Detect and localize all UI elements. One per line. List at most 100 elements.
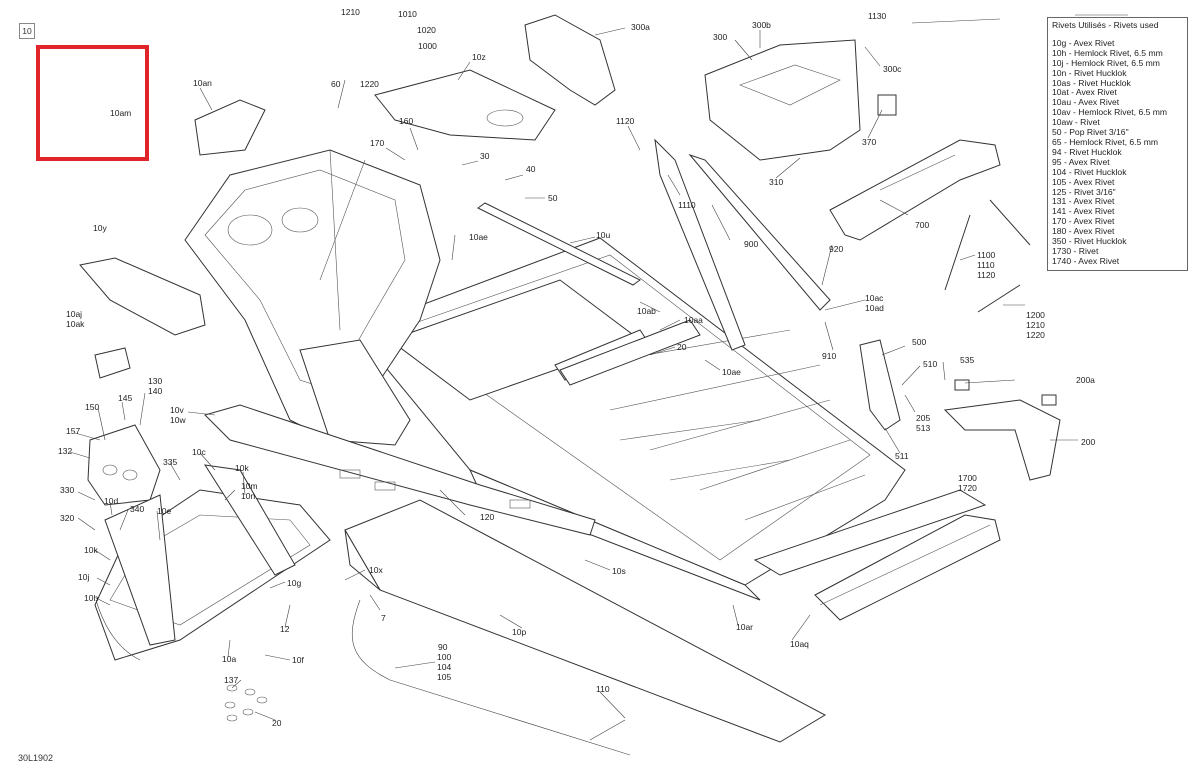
callout-310: 310 [769,177,783,187]
callout-20-bottom: 20 [272,718,282,728]
callout-10w: 10w [170,415,186,425]
callout-320: 320 [60,513,74,523]
legend-item: 131 - Avex Rivet [1052,196,1115,207]
upper-panel-10z [374,69,556,141]
callout-10ak: 10ak [66,319,85,329]
callout-513: 513 [916,423,930,433]
lower-frame-10a [94,464,331,661]
legend-item: 10av - Hemlock Rivet, 6.5 mm [1052,107,1168,118]
legend-item: 65 - Hemlock Rivet, 6.5 mm [1052,136,1159,147]
legend-item: 1730 - Rivet [1052,245,1099,256]
callout-100: 100 [437,652,451,662]
callout-335: 335 [163,457,177,467]
callout-10c: 10c [192,447,206,457]
legend-item: 350 - Rivet Hucklok [1052,236,1127,247]
legend-item: 95 - Avex Rivet [1052,156,1110,167]
callout-1200: 1200 [1026,310,1045,320]
callout-132: 132 [58,446,72,456]
callout-1210: 1210 [341,7,360,17]
bracket-10an [194,99,266,156]
callout-1100: 1100 [977,250,996,260]
callout-10n: 10n [241,491,255,501]
callout-10am: 10am [110,108,131,118]
callout-10p: 10p [512,627,526,637]
callout-1110-right: 1110 [977,260,995,270]
legend-item: 50 - Pop Rivet 3/16" [1052,127,1129,138]
console-300 [704,39,861,161]
callout-370: 370 [862,137,876,147]
callout-40: 40 [526,164,536,174]
callout-10aj: 10aj [66,309,82,319]
callout-1110: 1110 [678,200,696,210]
callout-7: 7 [381,613,386,623]
callout-10ae-mid: 10ae [722,367,741,377]
callout-1010: 1010 [398,9,417,19]
legend-item: 10aw - Rivet [1052,117,1100,128]
callout-510: 510 [923,359,937,369]
legend-item: 125 - Rivet 3/16" [1052,186,1116,197]
callout-10e: 10e [157,506,171,516]
rivet-legend: Rivets Utilisés - Rivets used 10g - Avex… [1047,17,1188,271]
selected-part-highlight [36,45,149,161]
callout-10aa: 10aa [684,315,703,325]
callout-10f: 10f [292,655,304,665]
callout-511: 511 [895,451,909,461]
callout-10u: 10u [596,230,610,240]
callout-1700: 1700 [958,473,977,483]
callout-90: 90 [438,642,448,652]
callout-300: 300 [713,32,727,42]
callout-12: 12 [280,624,290,634]
callout-1120-right: 1120 [977,270,996,280]
callout-50: 50 [548,193,558,203]
legend-item: 10h - Hemlock Rivet, 6.5 mm [1052,47,1163,58]
callout-170: 170 [370,138,384,148]
rail-10u [477,202,701,386]
callout-10h: 10h [84,593,98,603]
callout-20-center: 20 [677,342,687,352]
page-number-box: 10 [19,23,35,39]
callout-10ab: 10ab [637,306,656,316]
legend-item: 170 - Avex Rivet [1052,216,1115,227]
callout-1220-right: 1220 [1026,330,1045,340]
callout-900: 900 [744,239,758,249]
cable-10x [95,599,631,756]
callout-104: 104 [437,662,451,672]
legend-item: 180 - Avex Rivet [1052,226,1115,237]
callout-1130: 1130 [868,11,887,21]
callout-10an: 10an [193,78,212,88]
callout-10j: 10j [78,572,89,582]
bracket-10aj [94,347,131,379]
steering-support-900 [654,138,831,351]
legend-item: 141 - Avex Rivet [1052,206,1115,217]
grommets-20 [224,684,268,722]
legend-item: 10g - Avex Rivet [1052,37,1115,48]
cable-110 [589,719,626,741]
callout-910: 910 [822,351,836,361]
legend-item: 10au - Avex Rivet [1052,97,1120,108]
callout-60: 60 [331,79,341,89]
diagram-code: 30L1902 [18,753,54,763]
callout-105: 105 [437,672,451,682]
legend-item: 10j - Hemlock Rivet, 6.5 mm [1052,57,1160,68]
legend-item: 10as - Rivet Hucklok [1052,77,1131,88]
legend-item: 94 - Rivet Hucklok [1052,146,1122,157]
callout-700: 700 [915,220,929,230]
callout-10a: 10a [222,654,236,664]
bracket-370 [877,94,897,116]
callout-10s: 10s [612,566,626,576]
callout-535: 535 [960,355,974,365]
callout-10y: 10y [93,223,107,233]
callout-10k-upper: 10k [235,463,249,473]
front-frame [184,149,441,446]
callout-10ac: 10ac [865,293,884,303]
callout-10ad: 10ad [865,303,884,313]
callout-10k-lower: 10k [84,545,98,555]
callout-10ae-top: 10ae [469,232,488,242]
heat-shield-130 [87,424,161,506]
callout-110: 110 [596,684,610,694]
callout-330: 330 [60,485,74,495]
callout-160: 160 [399,116,413,126]
callout-150: 150 [85,402,99,412]
rear-tunnel-extension [344,499,827,743]
legend-item: 105 - Avex Rivet [1052,176,1115,187]
